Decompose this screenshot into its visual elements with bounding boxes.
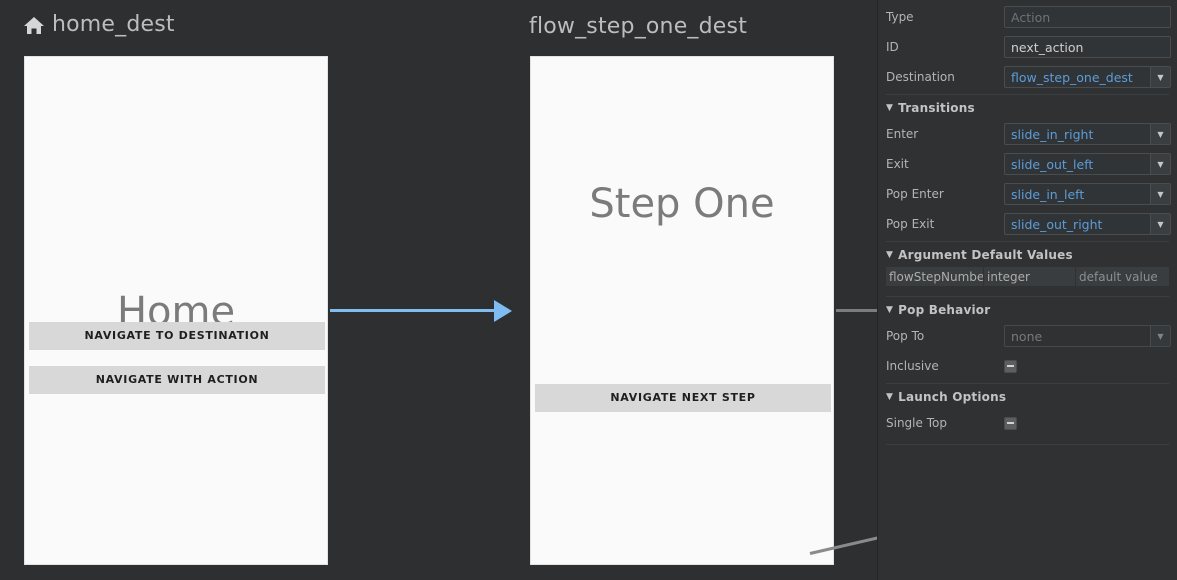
- launch-options-header[interactable]: ▼ Launch Options: [886, 388, 1169, 408]
- destination-card-flow-step-one[interactable]: Step One NAVIGATE NEXT STEP: [530, 56, 834, 565]
- step-one-screen-label: Step One: [589, 181, 775, 227]
- inclusive-checkbox[interactable]: [1004, 359, 1017, 373]
- enter-value: slide_in_right: [1011, 126, 1094, 142]
- chevron-down-icon[interactable]: ▼: [1150, 214, 1170, 234]
- transitions-section: ▼ Transitions: [886, 94, 1169, 119]
- pop-behavior-header-label: Pop Behavior: [898, 303, 991, 317]
- destination-label: Destination: [886, 70, 955, 84]
- navigate-next-step-button[interactable]: NAVIGATE NEXT STEP: [535, 384, 831, 412]
- chevron-down-icon[interactable]: ▼: [1150, 67, 1170, 87]
- pop-to-label: Pop To: [886, 329, 925, 343]
- chevron-down-icon[interactable]: ▼: [1150, 124, 1170, 144]
- argument-default-cell[interactable]: default value: [1076, 267, 1169, 286]
- destination-row: Destination flow_step_one_dest ▼: [878, 62, 1177, 92]
- destination-card-home[interactable]: Home NAVIGATE TO DESTINATION NAVIGATE WI…: [24, 56, 328, 565]
- navigate-with-action-button[interactable]: NAVIGATE WITH ACTION: [29, 366, 325, 394]
- action-connector-arrowhead: [494, 300, 512, 322]
- pop-to-row: Pop To none ▼: [878, 321, 1177, 351]
- pop-enter-label: Pop Enter: [886, 187, 944, 201]
- destination-dropdown[interactable]: flow_step_one_dest ▼: [1004, 66, 1171, 88]
- pop-exit-dropdown[interactable]: slide_out_right ▼: [1004, 213, 1171, 235]
- pop-to-value: none: [1011, 328, 1043, 344]
- enter-dropdown[interactable]: slide_in_right ▼: [1004, 123, 1171, 145]
- type-field[interactable]: Action: [1004, 6, 1171, 28]
- outgoing-connector-line[interactable]: [836, 309, 877, 312]
- pop-enter-transition-row: Pop Enter slide_in_left ▼: [878, 179, 1177, 209]
- enter-label: Enter: [886, 127, 919, 141]
- pop-behavior-header[interactable]: ▼ Pop Behavior: [886, 301, 1169, 321]
- transitions-header-label: Transitions: [898, 101, 975, 115]
- pop-exit-transition-row: Pop Exit slide_out_right ▼: [878, 209, 1177, 239]
- destination-title-flow-step-one[interactable]: flow_step_one_dest: [529, 14, 747, 39]
- transitions-header[interactable]: ▼ Transitions: [886, 99, 1169, 119]
- pop-enter-dropdown[interactable]: slide_in_left ▼: [1004, 183, 1171, 205]
- pop-exit-value: slide_out_right: [1011, 216, 1103, 232]
- chevron-down-icon[interactable]: ▼: [1150, 184, 1170, 204]
- arguments-header[interactable]: ▼ Argument Default Values: [886, 246, 1169, 266]
- triangle-down-icon[interactable]: ▼: [886, 392, 894, 402]
- chevron-down-icon[interactable]: ▼: [1150, 326, 1170, 346]
- inclusive-label: Inclusive: [886, 359, 939, 373]
- action-connector-line[interactable]: [330, 309, 496, 312]
- single-top-label: Single Top: [886, 416, 947, 430]
- id-row: ID next_action: [878, 32, 1177, 62]
- single-top-row: Single Top: [878, 408, 1177, 438]
- destination-title-text: flow_step_one_dest: [529, 14, 748, 39]
- launch-options-header-label: Launch Options: [898, 390, 1007, 404]
- argument-row[interactable]: flowStepNumbe integer default value: [886, 267, 1169, 286]
- enter-transition-row: Enter slide_in_right ▼: [878, 119, 1177, 149]
- launch-options-section: ▼ Launch Options: [886, 383, 1169, 408]
- panel-bottom-divider: [886, 444, 1169, 445]
- pop-enter-value: slide_in_left: [1011, 186, 1085, 202]
- pop-to-dropdown[interactable]: none ▼: [1004, 325, 1171, 347]
- attributes-inspector-panel[interactable]: Type Action ID next_action Destination f…: [877, 0, 1177, 580]
- chevron-down-icon[interactable]: ▼: [1150, 154, 1170, 174]
- destination-title-home[interactable]: home_dest: [22, 12, 175, 37]
- destination-title-text: home_dest: [52, 12, 175, 37]
- exit-dropdown[interactable]: slide_out_left ▼: [1004, 153, 1171, 175]
- id-input[interactable]: next_action: [1004, 36, 1171, 58]
- exit-value: slide_out_left: [1011, 156, 1094, 172]
- argument-type-cell[interactable]: integer: [984, 267, 1076, 286]
- id-label: ID: [886, 40, 899, 54]
- exit-label: Exit: [886, 157, 909, 171]
- navigation-graph-canvas[interactable]: home_dest Home NAVIGATE TO DESTINATION N…: [0, 0, 877, 580]
- triangle-down-icon[interactable]: ▼: [886, 103, 894, 113]
- triangle-down-icon[interactable]: ▼: [886, 305, 894, 315]
- pop-behavior-section: ▼ Pop Behavior: [886, 296, 1169, 321]
- type-label: Type: [886, 10, 914, 24]
- type-row: Type Action: [878, 2, 1177, 32]
- navigate-to-destination-button[interactable]: NAVIGATE TO DESTINATION: [29, 322, 325, 350]
- exit-transition-row: Exit slide_out_left ▼: [878, 149, 1177, 179]
- home-icon: [22, 14, 46, 36]
- arguments-header-label: Argument Default Values: [898, 248, 1073, 262]
- triangle-down-icon[interactable]: ▼: [886, 250, 894, 260]
- destination-value: flow_step_one_dest: [1011, 69, 1133, 85]
- single-top-checkbox[interactable]: [1004, 416, 1017, 430]
- argument-name-cell[interactable]: flowStepNumbe: [886, 267, 984, 286]
- pop-exit-label: Pop Exit: [886, 217, 935, 231]
- inclusive-row: Inclusive: [878, 351, 1177, 381]
- arguments-section: ▼ Argument Default Values: [886, 241, 1169, 266]
